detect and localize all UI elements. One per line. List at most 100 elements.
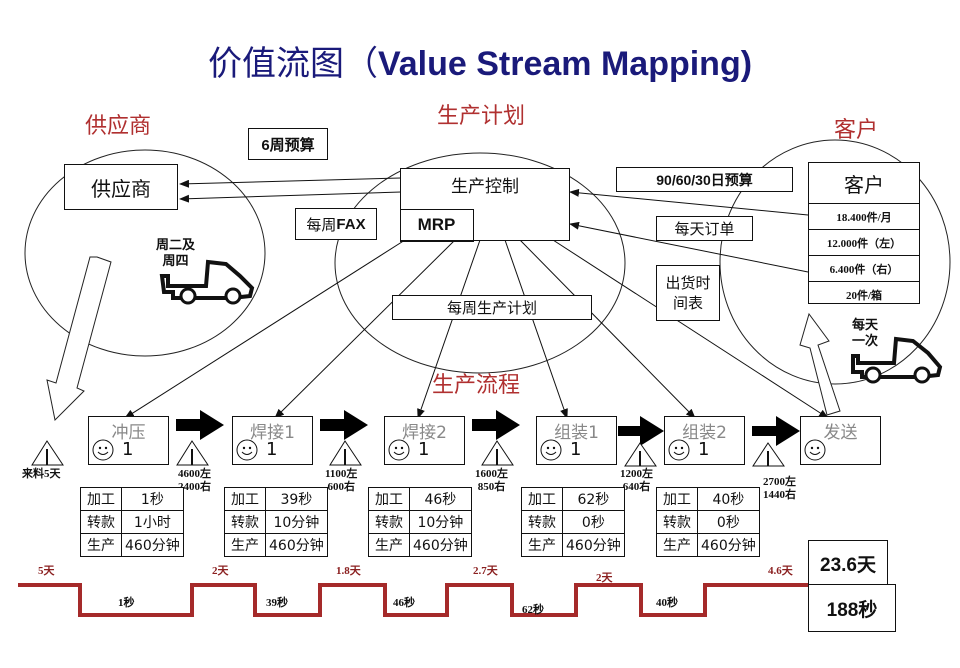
inventory-line: 600右	[327, 481, 355, 493]
data-row: 转款 0秒	[656, 510, 760, 534]
process-data-box: 加工 39秒 转款 10分钟 生产 460分钟	[224, 487, 328, 557]
data-row: 转款 10分钟	[224, 510, 328, 534]
data-value: 62秒	[562, 487, 625, 511]
section-label-customer: 客户	[834, 118, 879, 143]
operator-icon	[804, 439, 826, 461]
data-label: 生产	[521, 533, 563, 557]
data-label: 加工	[521, 487, 563, 511]
data-row: 加工 62秒	[521, 487, 625, 511]
customer-circle	[719, 139, 951, 385]
data-row: 加工 1秒	[80, 487, 184, 511]
weekly-schedule-text: 每周生产计划	[446, 299, 537, 317]
push-arrows	[176, 410, 800, 446]
inventory-line: 4600左	[178, 468, 211, 480]
timeline-seconds-label: 46秒	[393, 597, 415, 609]
data-label: 生产	[656, 533, 698, 557]
inventory-line: 来料5天	[22, 468, 61, 480]
inventory-triangles	[31, 440, 785, 467]
info-arrow-order-from-customer	[569, 221, 809, 273]
supplier-circle	[24, 149, 266, 357]
operator-count: 1	[418, 439, 430, 460]
data-row: 转款 0秒	[521, 510, 625, 534]
process-box[interactable]: 冲压 1	[88, 416, 169, 465]
operator-count: 1	[698, 439, 710, 460]
process-name: 组装1	[554, 423, 599, 443]
data-value: 10分钟	[409, 510, 472, 534]
customer-shipment-arrow	[799, 312, 841, 416]
inventory-triangle-icon	[624, 442, 657, 467]
data-label: 加工	[224, 487, 266, 511]
schedule-line-5	[519, 239, 696, 419]
data-row: 生产 460分钟	[656, 533, 760, 557]
push-arrow-2	[320, 410, 368, 440]
timeline-seconds-label: 39秒	[266, 597, 288, 609]
timeline-seconds-label: 40秒	[656, 597, 678, 609]
data-value: 460分钟	[409, 533, 472, 557]
push-arrow-3	[472, 410, 520, 440]
ship-schedule-line-1: 出货时	[665, 274, 711, 292]
timeline-days-label: 5天	[38, 565, 55, 577]
customer-truck-label: 每天 一次	[852, 318, 878, 350]
daily-order-text: 每天订单	[674, 220, 735, 238]
weekly-schedule-label: 每周生产计划	[392, 295, 592, 320]
production-control-label: 生产控制	[451, 177, 519, 197]
section-label-supplier: 供应商	[85, 114, 152, 139]
timeline-days-label: 4.6天	[768, 565, 793, 577]
operator-count: 1	[570, 439, 582, 460]
customer-box[interactable]: 客户 18.400件/月 12.000件（左） 6.400件（右） 20件/箱	[808, 162, 920, 304]
timeline-days-label: 2天	[212, 565, 229, 577]
process-data-box: 加工 62秒 转款 0秒 生产 460分钟	[521, 487, 625, 557]
forecast-90-60-30-text: 90/60/30日预算	[656, 171, 753, 188]
inventory-line: 2400右	[178, 481, 211, 493]
inventory-triangle-icon	[752, 442, 785, 467]
data-label: 转款	[521, 510, 563, 534]
process-name: 组装2	[682, 423, 727, 443]
data-row: 转款 10分钟	[368, 510, 472, 534]
inventory-line: 1100左	[325, 468, 358, 480]
supplier-shipment-arrow	[46, 256, 112, 422]
data-value: 0秒	[562, 510, 625, 534]
process-box[interactable]: 组装1 1	[536, 416, 617, 465]
schedule-line-1	[124, 239, 406, 419]
process-name: 焊接1	[250, 423, 295, 443]
process-box[interactable]: 发送	[800, 416, 881, 465]
process-box[interactable]: 焊接2 1	[384, 416, 465, 465]
timeline-days-label: 2.7天	[473, 565, 498, 577]
customer-truck-line-1: 每天	[852, 318, 879, 333]
data-value: 1小时	[121, 510, 184, 534]
total-lead-time-box: 23.6天	[808, 540, 888, 586]
data-label: 转款	[368, 510, 410, 534]
data-value: 0秒	[697, 510, 760, 534]
data-value: 460分钟	[265, 533, 328, 557]
customer-demand-row: 6.400件（右）	[809, 255, 919, 281]
data-label: 生产	[224, 533, 266, 557]
inventory-line: 850右	[477, 481, 506, 493]
supplier-box[interactable]: 供应商	[64, 164, 178, 210]
operator-icon	[92, 439, 114, 461]
mrp-box[interactable]: MRP	[399, 208, 474, 242]
operator-icon	[236, 439, 258, 461]
inventory-line: 1440右	[763, 489, 796, 501]
data-value: 460分钟	[562, 533, 625, 557]
data-row: 生产 460分钟	[368, 533, 472, 557]
data-value: 40秒	[697, 487, 760, 511]
process-box[interactable]: 组装2 1	[664, 416, 745, 465]
process-data-box: 加工 46秒 转款 10分钟 生产 460分钟	[368, 487, 472, 557]
inventory-label: 来料5天	[22, 468, 61, 481]
production-control-box[interactable]: 生产控制 MRP	[399, 168, 570, 242]
schedule-line-2	[274, 239, 456, 419]
process-box[interactable]: 焊接1 1	[232, 416, 313, 465]
push-arrow-4	[618, 416, 664, 446]
push-arrow-1	[176, 410, 224, 440]
weekly-fax-zh: 每周	[306, 215, 337, 234]
total-lead-time: 23.6天	[820, 554, 876, 576]
customer-demand-row: 12.000件（左）	[809, 229, 919, 255]
timeline-days-label: 1.8天	[336, 565, 361, 577]
timeline-seconds-label: 62秒	[522, 604, 544, 616]
six-week-forecast-label: 6周预算	[248, 128, 328, 160]
